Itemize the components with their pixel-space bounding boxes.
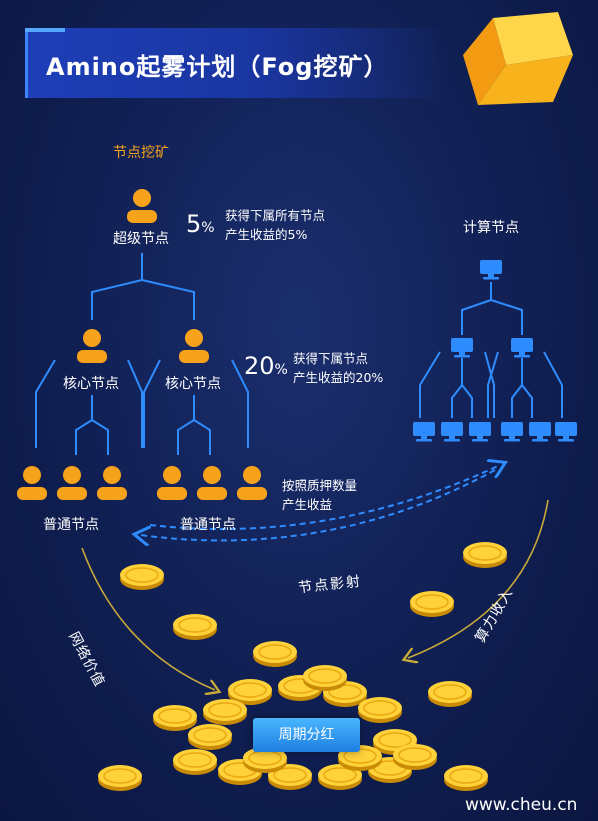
core-node-percent: 20% (244, 352, 288, 380)
compute-node-icon (441, 422, 463, 442)
coin-icon (252, 640, 298, 668)
compute-node-icon (413, 422, 435, 442)
core-node-left-icon (77, 329, 107, 363)
coin-icon (443, 764, 489, 792)
compute-tree-lines (419, 282, 563, 418)
mapping-arrow-upper (149, 465, 500, 530)
coin-icon (409, 590, 455, 618)
compute-node-icon (501, 422, 523, 442)
compute-node-label: 计算节点 (463, 220, 519, 236)
coin-icon (427, 680, 473, 708)
coin-icon (152, 704, 198, 732)
title-corner-accent (25, 28, 65, 32)
normal-node-icon (197, 466, 227, 500)
normal-node-icon (157, 466, 187, 500)
super-node-percent: 5% (186, 210, 215, 238)
coin-icon (97, 764, 143, 792)
normal-node-description: 按照质押数量 产生收益 (282, 478, 358, 512)
core-node-description: 获得下属节点 产生收益的20% (293, 351, 384, 385)
core-node-right-icon (179, 329, 209, 363)
normal-node-icon (237, 466, 267, 500)
super-node-label: 超级节点 (113, 231, 169, 247)
compute-node-icon (451, 338, 473, 358)
normal-node-right-label: 普通节点 (180, 517, 236, 533)
coin-icon (119, 563, 165, 591)
core-node-left-label: 核心节点 (63, 376, 119, 392)
page-title: Amino起雾计划（Fog挖矿） (46, 53, 389, 81)
compute-node-icon (469, 422, 491, 442)
mapping-arrow-lower (140, 469, 496, 540)
section-label: 节点挖矿 (113, 145, 169, 161)
dividend-badge: 周期分红 (253, 718, 360, 752)
compute-node-icon (555, 422, 577, 442)
compute-node-icon (511, 338, 533, 358)
network-value-arrow (81, 547, 215, 690)
normal-node-icon (17, 466, 47, 500)
normal-node-left-label: 普通节点 (43, 517, 99, 533)
compute-node-icon (529, 422, 551, 442)
coin-icon (462, 541, 508, 569)
coin-icon (172, 613, 218, 641)
cube-icon (463, 12, 573, 105)
super-node-description: 获得下属所有节点 产生收益的5% (225, 208, 326, 242)
watermark: www.cheu.cn (465, 795, 578, 815)
hashpower-income-arrow (408, 499, 549, 658)
normal-node-icon (97, 466, 127, 500)
node-tree-lines (35, 253, 249, 455)
compute-node-icon (480, 260, 502, 280)
super-node-icon (127, 189, 157, 223)
core-node-right-label: 核心节点 (165, 376, 221, 392)
normal-node-icon (57, 466, 87, 500)
title-banner (25, 28, 448, 98)
